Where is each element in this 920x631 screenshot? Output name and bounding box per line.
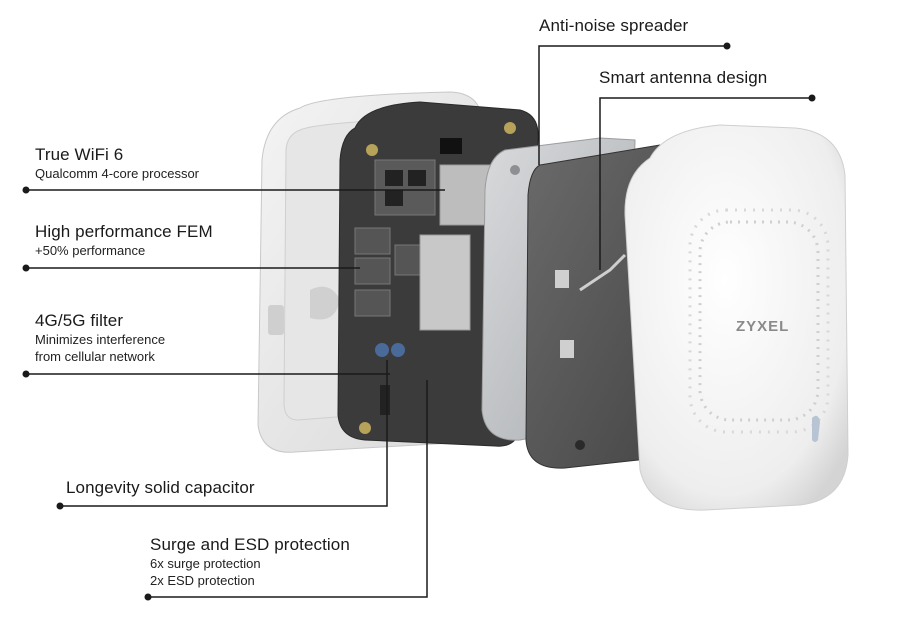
brand-logo: ZYXEL	[736, 318, 789, 335]
front-cover	[624, 124, 849, 511]
wifi6-title: True WiFi 6	[35, 145, 124, 164]
fem-subtitle: +50% performance	[35, 243, 146, 258]
leader-dots	[22, 42, 816, 601]
leader-smart-antenna	[599, 97, 812, 270]
dot-filter	[22, 370, 30, 378]
anti-noise-title: Anti-noise spreader	[539, 16, 689, 35]
wifi6-subtitle: Qualcomm 4-core processor	[35, 166, 199, 181]
filter-subtitle-1: Minimizes interference	[35, 332, 166, 347]
filter-subtitle-2: from cellular network	[35, 349, 155, 364]
leader-anti-noise	[538, 45, 727, 165]
smart-antenna-title: Smart antenna design	[599, 68, 768, 87]
surge-title: Surge and ESD protection	[150, 535, 350, 554]
leader-capacitor	[60, 360, 388, 507]
dot-capacitor	[56, 502, 64, 510]
surge-subtitle-1: 6x surge protection	[150, 556, 261, 571]
dot-smart-antenna	[808, 94, 816, 102]
leader-surge	[148, 380, 428, 598]
dot-wifi6	[22, 186, 30, 194]
capacitor-title: Longevity solid capacitor	[66, 478, 255, 497]
dot-surge	[144, 593, 152, 601]
dot-fem	[22, 264, 30, 272]
leader-lines	[26, 45, 812, 598]
filter-title: 4G/5G filter	[35, 311, 124, 330]
fem-title: High performance FEM	[35, 222, 213, 241]
dot-anti-noise	[723, 42, 731, 50]
surge-subtitle-2: 2x ESD protection	[150, 573, 255, 588]
